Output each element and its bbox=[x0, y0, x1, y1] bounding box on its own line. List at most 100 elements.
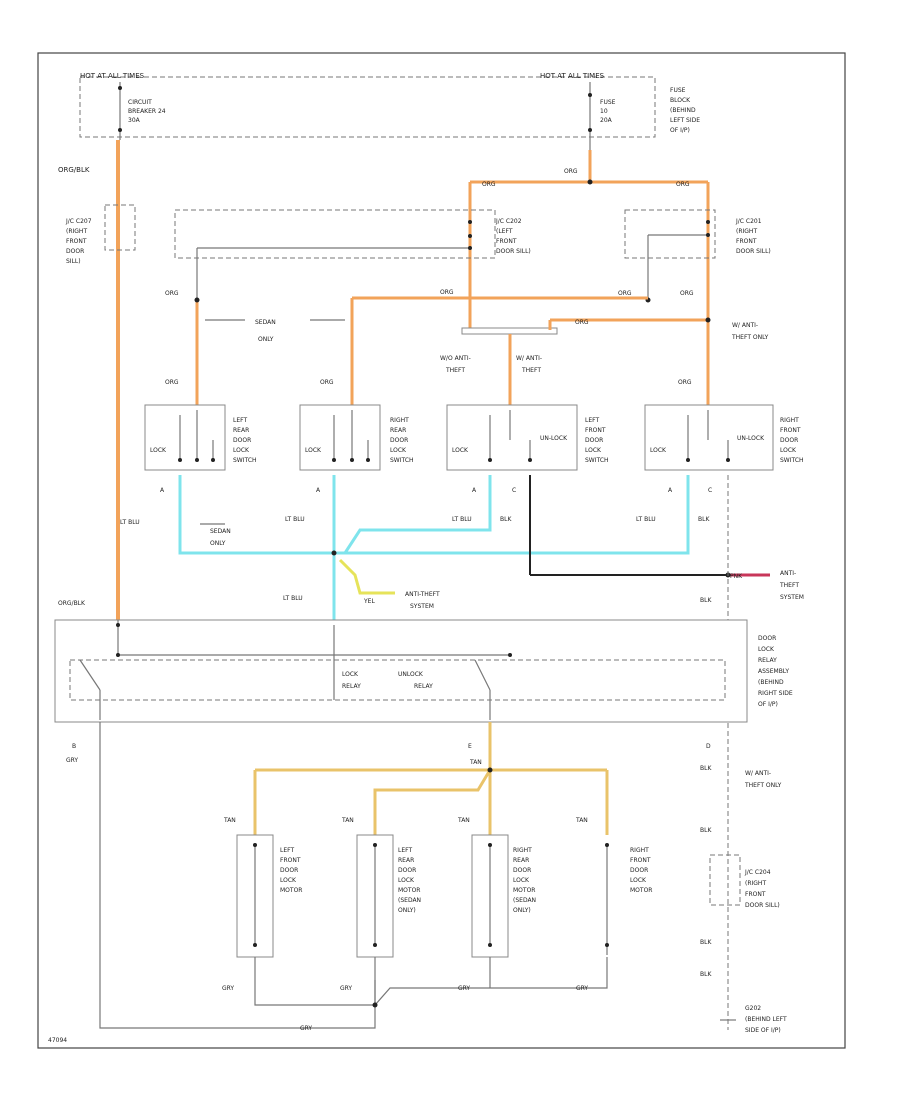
svg-text:MOTOR: MOTOR bbox=[398, 887, 420, 894]
sedan-only-label-2: ONLY bbox=[258, 336, 274, 343]
c204-label-3: FRONT bbox=[745, 891, 766, 898]
anti-theft-system-2-line-1: ANTI- bbox=[780, 570, 796, 577]
c202-label-1: J/C C202 bbox=[495, 218, 522, 225]
svg-text:REAR: REAR bbox=[233, 427, 249, 434]
circuit-breaker-label-3: 30A bbox=[128, 117, 141, 124]
c207-label-4: DOOR bbox=[66, 248, 84, 255]
hot-at-all-times-label-left: HOT AT ALL TIMES bbox=[80, 72, 145, 80]
wire-label-org-j: ORG bbox=[320, 379, 334, 386]
c202-label-3: FRONT bbox=[496, 238, 517, 245]
splice-node bbox=[487, 767, 493, 773]
pin-label-a-2: A bbox=[316, 487, 321, 494]
svg-text:DOOR: DOOR bbox=[390, 437, 408, 444]
svg-text:SWITCH: SWITCH bbox=[390, 457, 414, 464]
node bbox=[468, 246, 472, 250]
wire-label-tan-2: TAN bbox=[223, 817, 236, 824]
wire-label-org-a: ORG bbox=[482, 181, 496, 188]
wire-lt-blu-left-front bbox=[343, 475, 492, 554]
wire-label-blk-6: BLK bbox=[700, 939, 712, 946]
svg-text:DOOR: DOOR bbox=[630, 867, 648, 874]
c201-outline bbox=[624, 209, 716, 259]
relay-assembly-label-5: (BEHIND bbox=[758, 679, 784, 686]
svg-text:ONLY): ONLY) bbox=[398, 907, 416, 914]
c201-label-2: (RIGHT bbox=[736, 228, 757, 235]
wire-label-tan-5: TAN bbox=[575, 817, 588, 824]
right-rear-door-lock-switch: LOCK RIGHT REAR DOOR LOCK SWITCH bbox=[299, 404, 414, 471]
wire-yel-anti-theft bbox=[338, 558, 395, 595]
right-front-door-lock-motor: RIGHT FRONT DOOR LOCK MOTOR bbox=[605, 843, 652, 955]
wire-label-org-f: ORG bbox=[618, 290, 632, 297]
c207-label-2: (RIGHT bbox=[66, 228, 87, 235]
wire-label-blk-7: BLK bbox=[700, 971, 712, 978]
svg-text:LEFT: LEFT bbox=[280, 847, 294, 854]
w-anti-theft-2: THEFT bbox=[521, 367, 541, 374]
pin-label-a-3: A bbox=[472, 487, 477, 494]
wo-anti-theft-2: THEFT bbox=[445, 367, 465, 374]
svg-text:FRONT: FRONT bbox=[280, 857, 301, 864]
wire-label-lt-blu-4: LT BLU bbox=[636, 516, 656, 523]
wire-label-org-k: ORG bbox=[678, 379, 692, 386]
svg-text:(SEDAN: (SEDAN bbox=[513, 897, 536, 904]
w-anti-theft-only-top-1: W/ ANTI- bbox=[732, 322, 758, 329]
c204-label-1: J/C C204 bbox=[744, 869, 771, 876]
door-lock-relay-assembly bbox=[54, 619, 748, 723]
wo-anti-theft-1: W/O ANTI- bbox=[440, 355, 471, 362]
wire-label-org-blk-top: ORG/BLK bbox=[58, 166, 90, 174]
svg-text:UN-LOCK: UN-LOCK bbox=[540, 435, 568, 442]
node bbox=[706, 233, 710, 237]
pin-label-a-1: A bbox=[160, 487, 165, 494]
svg-text:LEFT: LEFT bbox=[233, 417, 247, 424]
relay-assembly-inner bbox=[69, 659, 726, 701]
svg-text:LOCK: LOCK bbox=[280, 877, 297, 884]
svg-text:(SEDAN: (SEDAN bbox=[398, 897, 421, 904]
svg-text:SWITCH: SWITCH bbox=[585, 457, 609, 464]
relay-assembly-label-4: ASSEMBLY bbox=[758, 668, 789, 675]
splice-node bbox=[705, 317, 711, 323]
wire-label-org-b: ORG bbox=[564, 168, 578, 175]
svg-text:MOTOR: MOTOR bbox=[280, 887, 302, 894]
wire-label-lt-blu-3: LT BLU bbox=[452, 516, 472, 523]
svg-text:DOOR: DOOR bbox=[585, 437, 603, 444]
figure-id: 47094 bbox=[48, 1037, 67, 1044]
svg-text:REAR: REAR bbox=[398, 857, 414, 864]
splice-node bbox=[587, 179, 593, 185]
w-anti-theft-only-top-2: THEFT ONLY bbox=[731, 334, 769, 341]
wire-gry-bottom-bus bbox=[254, 957, 608, 1006]
wire-label-lt-blu-1: LT BLU bbox=[120, 519, 140, 526]
svg-text:LOCK: LOCK bbox=[650, 447, 667, 454]
wire-label-pnk: PNK bbox=[730, 573, 743, 580]
c202-label-2: (LEFT bbox=[496, 228, 513, 235]
fuse-label-1: FUSE bbox=[600, 99, 616, 106]
unlock-relay-label-2: RELAY bbox=[414, 683, 433, 690]
anti-theft-system-2-line-3: SYSTEM bbox=[780, 594, 804, 601]
c202-label-4: DOOR SILL) bbox=[496, 248, 531, 255]
svg-text:REAR: REAR bbox=[513, 857, 529, 864]
svg-text:SWITCH: SWITCH bbox=[233, 457, 257, 464]
node bbox=[118, 128, 122, 132]
wire-label-org-h: ORG bbox=[575, 319, 589, 326]
g202-label-1: G202 bbox=[745, 1005, 761, 1012]
wire-label-tan-1: TAN bbox=[469, 759, 482, 766]
node bbox=[468, 220, 472, 224]
svg-text:DOOR: DOOR bbox=[780, 437, 798, 444]
wire-label-org-d: ORG bbox=[165, 290, 179, 297]
w-anti-theft-only-bot-2: THEFT ONLY bbox=[744, 782, 782, 789]
left-rear-door-lock-switch: LOCK LEFT REAR DOOR LOCK SWITCH bbox=[144, 404, 257, 471]
node bbox=[116, 623, 120, 627]
wire-label-gry-3: GRY bbox=[340, 985, 352, 992]
svg-text:MOTOR: MOTOR bbox=[513, 887, 535, 894]
svg-text:LOCK: LOCK bbox=[630, 877, 647, 884]
wire-label-lt-blu-5: LT BLU bbox=[283, 595, 303, 602]
svg-text:LOCK: LOCK bbox=[390, 447, 407, 454]
splice-node bbox=[372, 1002, 378, 1008]
svg-text:LEFT: LEFT bbox=[398, 847, 412, 854]
c204-outline bbox=[709, 854, 741, 906]
left-rear-door-lock-motor: LEFT REAR DOOR LOCK MOTOR (SEDAN ONLY) bbox=[356, 834, 421, 958]
svg-text:SWITCH: SWITCH bbox=[780, 457, 804, 464]
svg-text:RIGHT: RIGHT bbox=[513, 847, 532, 854]
sedan-only-label-1: SEDAN bbox=[255, 319, 276, 326]
svg-text:UN-LOCK: UN-LOCK bbox=[737, 435, 765, 442]
relay-assembly-label-3: RELAY bbox=[758, 657, 777, 664]
left-front-door-lock-motor: LEFT FRONT DOOR LOCK MOTOR bbox=[236, 834, 302, 958]
